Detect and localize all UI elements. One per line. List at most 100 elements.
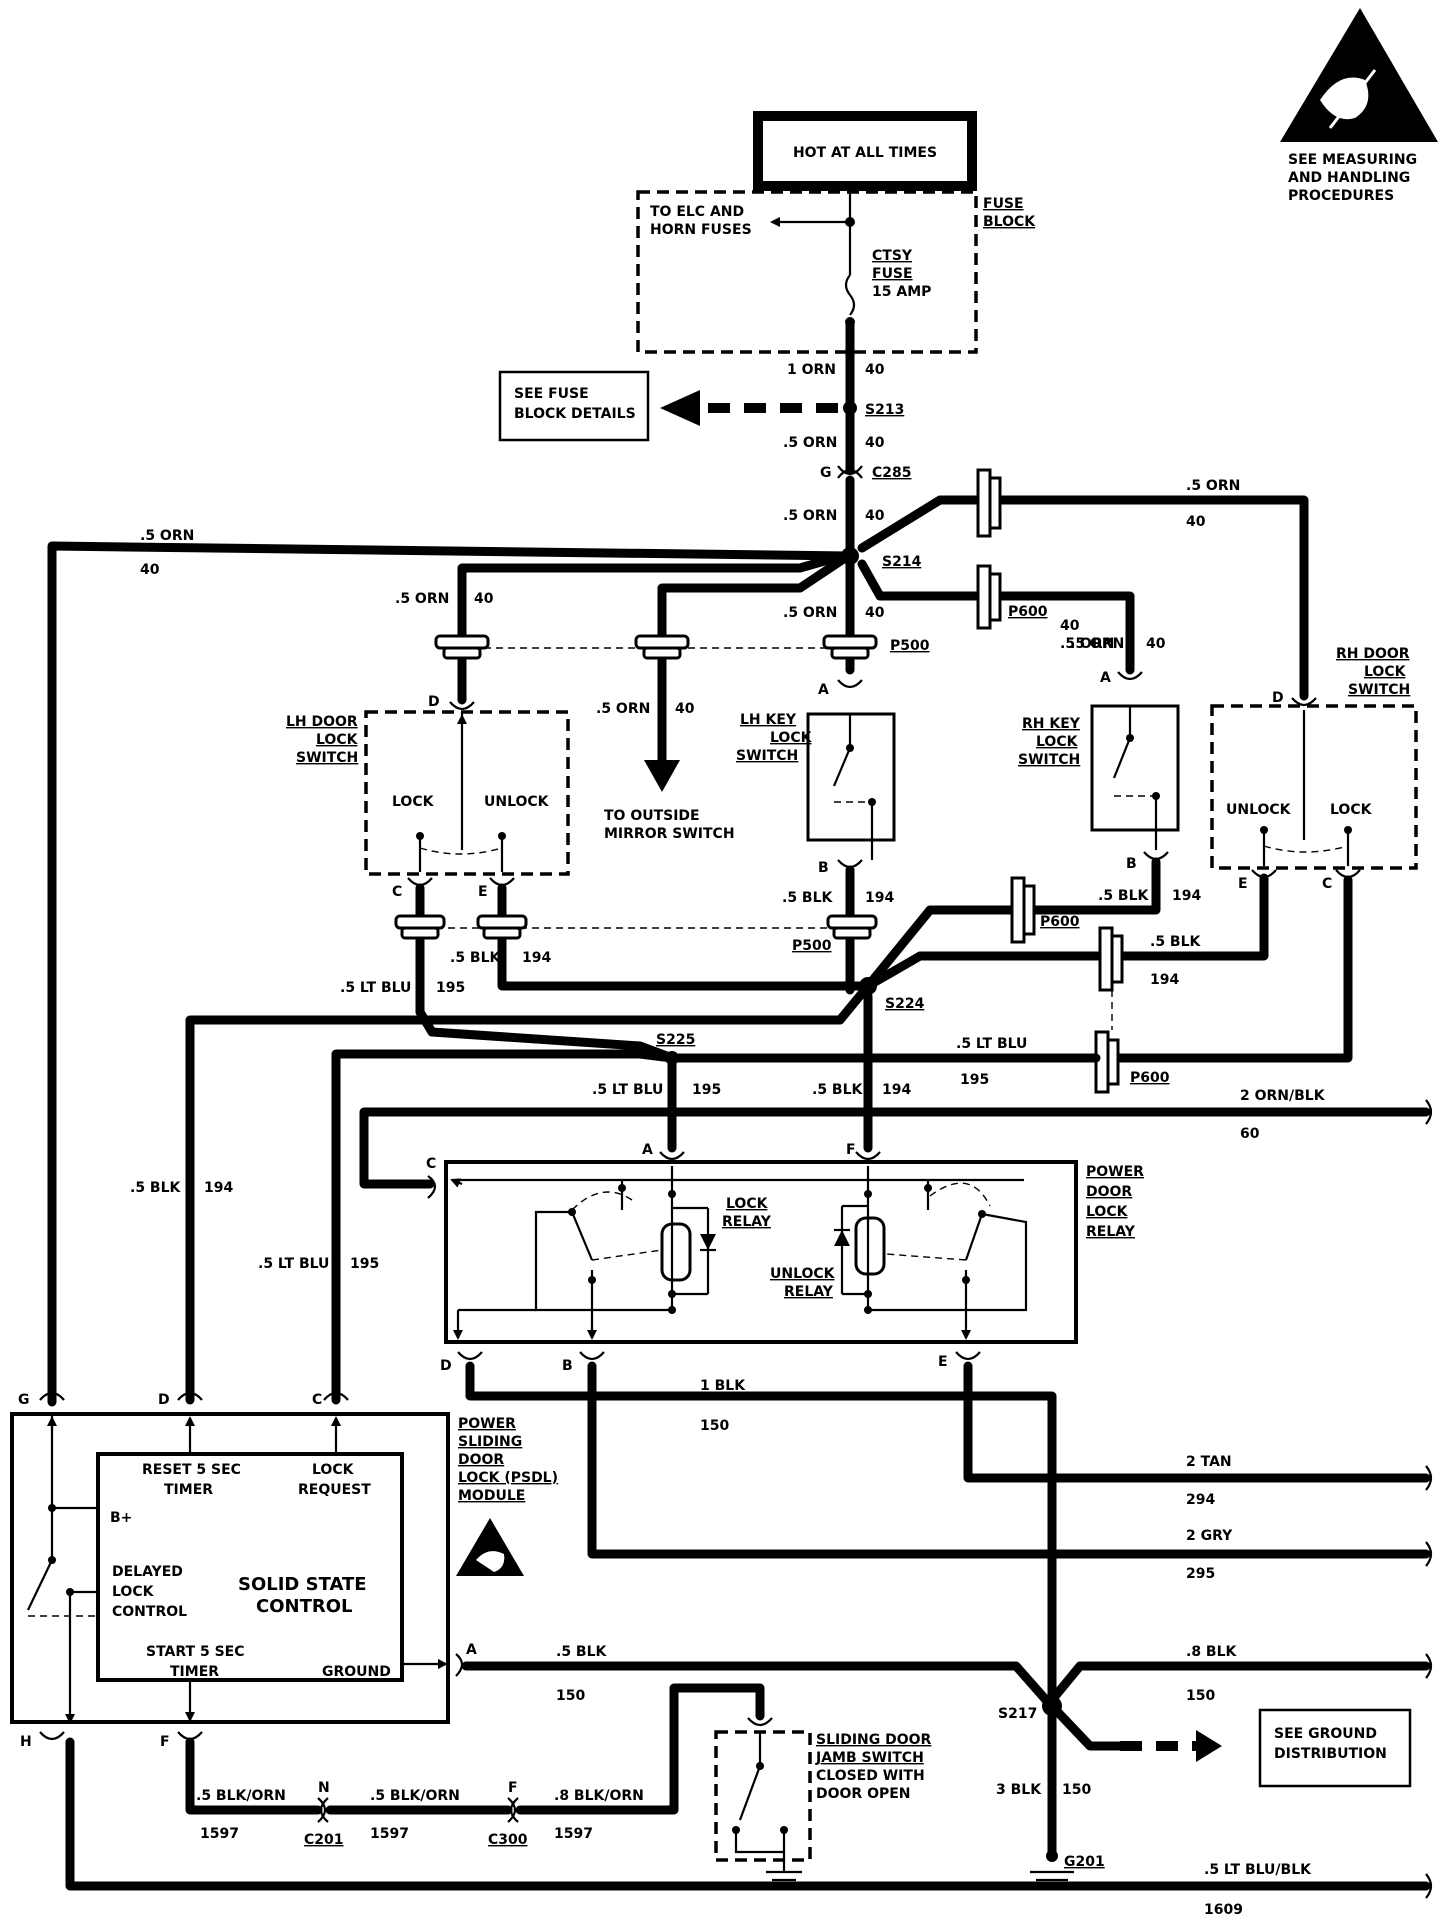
relay-pin-a: A — [642, 1142, 653, 1158]
wire-19-num: 60 — [1240, 1126, 1260, 1142]
mirror-arrow-icon — [644, 760, 680, 792]
jamb-switch-3: CLOSED WITH — [816, 1768, 925, 1784]
splice-s213 — [843, 401, 857, 415]
rh-pin-c: C — [1322, 876, 1332, 892]
wire-22-color: 1 BLK — [700, 1378, 746, 1394]
connector-p500-lh-icon — [434, 634, 490, 660]
relay-pin-d: D — [440, 1358, 452, 1374]
wire-13-num: 194 — [1172, 888, 1201, 904]
wire-31-color: .5 LT BLU/BLK — [1204, 1862, 1312, 1878]
connector-c300-label: C300 — [488, 1832, 528, 1848]
wire-27-color: 3 BLK — [996, 1782, 1042, 1798]
wire-23-color: 2 TAN — [1186, 1454, 1232, 1470]
connector-c285-label: C285 — [872, 465, 912, 481]
module-pin-h: H — [20, 1734, 32, 1750]
wire-10-color: .5 ORN — [140, 528, 194, 544]
esd-notice-3: PROCEDURES — [1288, 188, 1394, 204]
connector-p500-lower-e-icon — [476, 914, 528, 940]
wire-29-color: .5 BLK/ORN — [370, 1788, 460, 1804]
rh-key-title-1: RH KEY — [1022, 716, 1081, 732]
c300-pin-f: F — [508, 1780, 518, 1796]
relay-pin-c: C — [426, 1156, 436, 1172]
arrow-to-fuse-details-icon — [660, 390, 700, 426]
wire-4-color: .5 ORN — [395, 591, 449, 607]
splice-s214-label: S214 — [882, 554, 922, 570]
wire-21-num: 195 — [960, 1072, 989, 1088]
jamb-switch-2: JAMB SWITCH — [815, 1750, 924, 1766]
wire-5-num: 40 — [865, 605, 885, 621]
rh-lock-label: LOCK — [1330, 802, 1373, 818]
wire-1-color: 1 ORN — [787, 362, 836, 378]
hot-at-all-times-label: HOT AT ALL TIMES — [793, 145, 937, 161]
start-timer-1: START 5 SEC — [146, 1644, 245, 1660]
connector-p600-rh-c-icon — [1094, 1030, 1120, 1094]
module-pin-d: D — [158, 1392, 170, 1408]
rh-door-title-1: RH DOOR — [1336, 646, 1410, 662]
module-pin-a: A — [466, 1642, 477, 1658]
connector-p500-mirror-icon — [634, 634, 690, 660]
lh-door-title-3: SWITCH — [296, 750, 358, 766]
psdl-esd-icon — [456, 1518, 524, 1576]
b-plus-label: B+ — [110, 1510, 132, 1526]
delayed-lock-1: DELAYED — [112, 1564, 183, 1580]
wire-15-color: .5 LT BLU — [340, 980, 411, 996]
lock-relay-2: RELAY — [722, 1214, 772, 1230]
wire-6-color: .5 ORN — [596, 701, 650, 717]
wire-12-num: 194 — [522, 950, 551, 966]
psdl-title-3: DOOR — [458, 1452, 504, 1468]
to-elc-label-1: TO ELC AND — [650, 204, 744, 220]
lh-pin-c: C — [392, 884, 402, 900]
c285-pin-g: G — [820, 465, 832, 481]
fuse-icon — [844, 274, 856, 316]
connector-p500-lower-c-icon — [394, 914, 446, 940]
relay-title-3: LOCK — [1086, 1204, 1129, 1220]
rh-key-title-2: LOCK — [1036, 734, 1079, 750]
fuse-block-title-2: BLOCK — [983, 214, 1036, 230]
connector-p600-mid-icon — [976, 564, 1002, 630]
psdl-title-4: LOCK (PSDL) — [458, 1470, 558, 1486]
lh-key-title-3: SWITCH — [736, 748, 798, 764]
rh-door-title-2: LOCK — [1364, 664, 1407, 680]
see-ground-2: DISTRIBUTION — [1274, 1746, 1387, 1762]
lock-relay-coil-icon — [660, 1222, 692, 1282]
solid-state-control-box — [96, 1452, 404, 1682]
wire-2-num: 40 — [865, 435, 885, 451]
rh-door-lock-switch-box — [1210, 704, 1418, 870]
wire-19-color: 2 ORN/BLK — [1240, 1088, 1326, 1104]
solid-state-1: SOLID STATE — [238, 1574, 367, 1595]
lh-door-lock-switch-box — [364, 710, 570, 876]
delayed-lock-3: CONTROL — [112, 1604, 187, 1620]
psdl-title-2: SLIDING — [458, 1434, 522, 1450]
wire-16-num: 195 — [692, 1082, 721, 1098]
connector-p600-top-icon — [976, 468, 1002, 538]
fuse-block-title-1: FUSE — [983, 196, 1024, 212]
c201-pin-n: N — [318, 1780, 330, 1796]
wire-17-color: .5 LT BLU — [258, 1256, 329, 1272]
lock-request-1: LOCK — [312, 1462, 355, 1478]
rh-pin-e: E — [1238, 876, 1248, 892]
relay-title-4: RELAY — [1086, 1224, 1136, 1240]
module-pin-f: F — [160, 1734, 170, 1750]
connector-p500-key-icon — [822, 634, 878, 660]
jamb-switch-4: DOOR OPEN — [816, 1786, 911, 1802]
fuse-label-3: 15 AMP — [872, 284, 931, 300]
wire-9-color: .5 ORN — [1186, 478, 1240, 494]
splice-s217-label: S217 — [998, 1706, 1037, 1722]
relay-pin-e: E — [938, 1354, 948, 1370]
wire-25-num: 150 — [556, 1688, 585, 1704]
relay-title-2: DOOR — [1086, 1184, 1132, 1200]
wire-2-color: .5 ORN — [783, 435, 837, 451]
reset-timer-2: TIMER — [164, 1482, 213, 1498]
wire-14-color: .5 BLK — [1150, 934, 1202, 950]
lh-key-title-1: LH KEY — [740, 712, 797, 728]
wire-13-color: .5 BLK — [1098, 888, 1150, 904]
wire-7-num: 40 — [1060, 618, 1080, 634]
lh-door-title-1: LH DOOR — [286, 714, 358, 730]
wire-20-num: 194 — [882, 1082, 911, 1098]
wire-27-num: 150 — [1062, 1782, 1091, 1798]
wire-3-color: .5 ORN — [783, 508, 837, 524]
see-fuse-block-2: BLOCK DETAILS — [514, 406, 636, 422]
psdl-title-1: POWER — [458, 1416, 516, 1432]
